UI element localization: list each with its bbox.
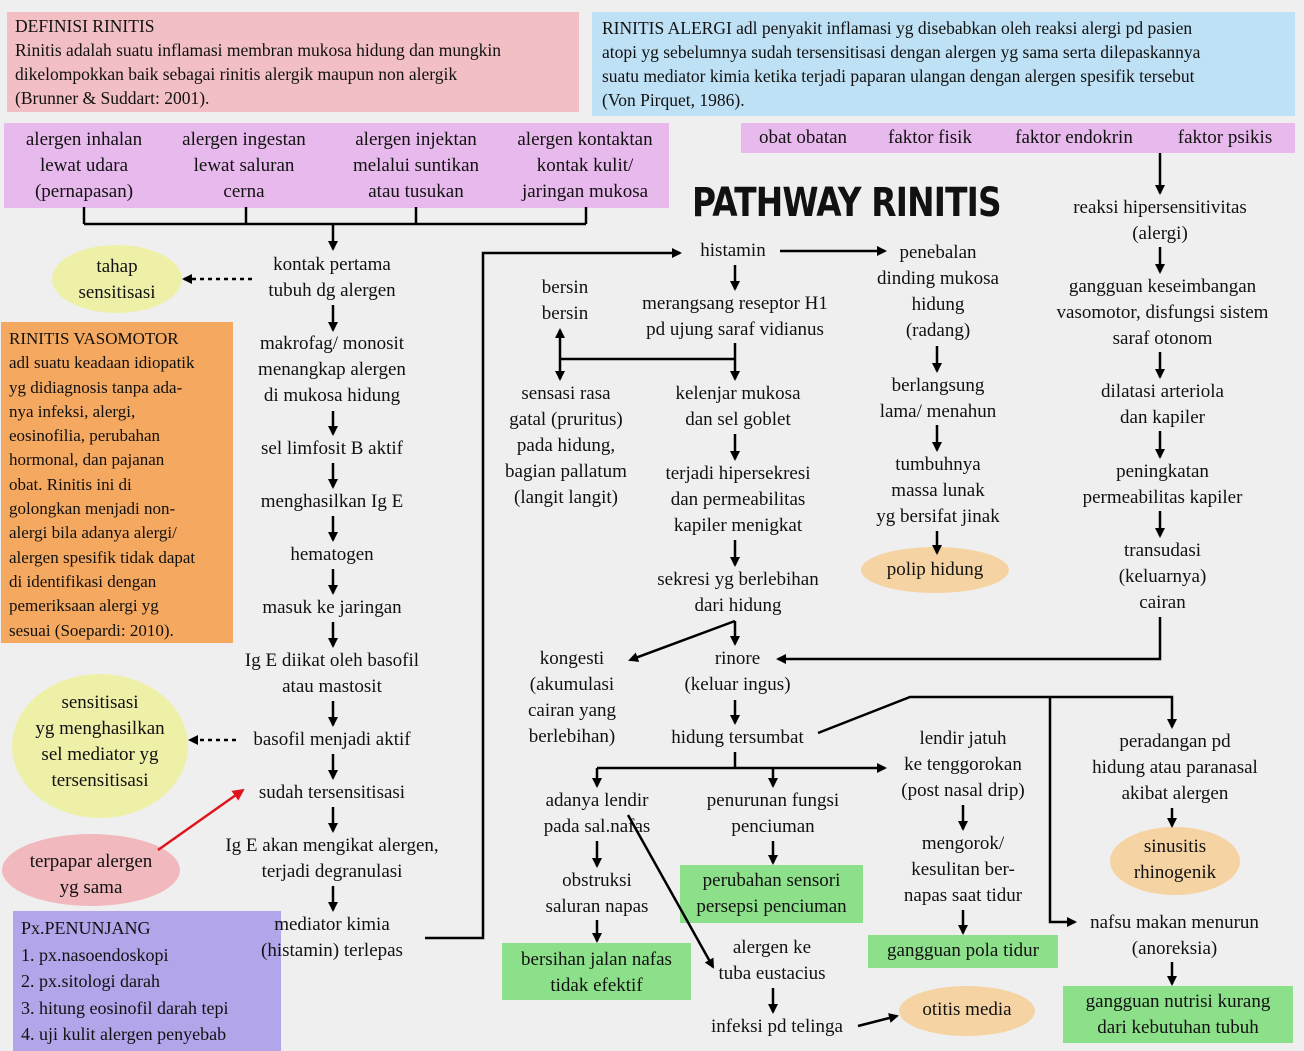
alergi-line: suatu mediator kimia ketika terjadi papa… bbox=[602, 66, 1195, 86]
alergi-line: RINITIS ALERGI adl penyakit inflamasi yg… bbox=[602, 18, 1193, 38]
factor-psikis: faktor psikis bbox=[1177, 127, 1273, 148]
node-masuk-jaringan: masuk ke jaringan bbox=[262, 597, 402, 618]
node-hidung-tersumbat: hidung tersumbat bbox=[671, 727, 804, 748]
factor-fisik: faktor fisik bbox=[888, 127, 972, 148]
node-basofil-aktif: basofil menjadi aktif bbox=[253, 729, 411, 750]
node-ige-mengikat: Ig E akan mengikat alergen,terjadi degra… bbox=[225, 835, 439, 882]
node-limfosit: sel limfosit B aktif bbox=[261, 438, 403, 459]
node-ige: menghasilkan Ig E bbox=[260, 491, 404, 512]
sinusitis-ellipse bbox=[1110, 827, 1240, 895]
penunjang-item: 1. px.nasoendoskopi bbox=[21, 944, 169, 965]
penunjang-item: 4. uji kulit alergen penyebab bbox=[21, 1024, 227, 1044]
alergi-line: atopi yg sebelumnya sudah tersensitisasi… bbox=[602, 42, 1201, 62]
node-mengorok: mengorok/kesulitan ber-napas saat tidur bbox=[903, 833, 1023, 906]
rinitis-alergi-box: RINITIS ALERGI adl penyakit inflamasi yg… bbox=[592, 12, 1295, 116]
node-transudasi: transudasi(keluarnya)cairan bbox=[1118, 540, 1207, 613]
definisi-line: Rinitis adalah suatu inflamasi membran m… bbox=[15, 40, 502, 60]
definisi-line: (Brunner & Suddart: 2001). bbox=[15, 88, 210, 108]
allergen-types-box bbox=[4, 123, 669, 208]
node-infeksi-telinga: infeksi pd telinga bbox=[711, 1016, 843, 1037]
node-sudah-tersensitisasi: sudah tersensitisasi bbox=[258, 782, 406, 803]
definisi-heading: DEFINISI RINITIS bbox=[15, 16, 155, 36]
node-reaksi-hipersensitivitas: reaksi hipersensitivitas(alergi) bbox=[1073, 197, 1247, 244]
terpapar-ellipse bbox=[2, 834, 180, 906]
penunjang-heading: Px.PENUNJANG bbox=[21, 918, 151, 938]
node-mediator-kimia: mediator kimia(histamin) terlepas bbox=[261, 914, 403, 961]
diagnosis-perubahan-sensori bbox=[680, 865, 863, 923]
node-gangguan-pola-tidur: gangguan pola tidur bbox=[887, 940, 1039, 961]
diagnosis-nutrisi bbox=[1063, 986, 1293, 1043]
factor-endokrin: faktor endokrin bbox=[1015, 127, 1133, 148]
px-penunjang-box: Px.PENUNJANG 1. px.nasoendoskopi 2. px.s… bbox=[13, 911, 281, 1051]
page-title: PATHWAY RINITIS bbox=[692, 180, 1002, 226]
node-nafsu-makan: nafsu makan menurun(anoreksia) bbox=[1090, 912, 1259, 959]
rinitis-vasomotor-box: RINITIS VASOMOTOR adl suatu keadaan idio… bbox=[1, 322, 233, 643]
penunjang-item: 2. px.sitologi darah bbox=[21, 971, 160, 991]
factor-obat: obat obatan bbox=[758, 127, 848, 148]
definisi-box: DEFINISI RINITIS Rinitis adalah suatu in… bbox=[7, 12, 579, 112]
definisi-line: dikelompokkan baik sebagai rinitis alerg… bbox=[15, 64, 458, 84]
otitis-ellipse bbox=[899, 986, 1035, 1036]
alergi-line: (Von Pirquet, 1986). bbox=[602, 90, 745, 110]
vasomotor-heading: RINITIS VASOMOTOR bbox=[9, 329, 179, 348]
diagnosis-pola-tidur bbox=[868, 935, 1058, 968]
node-polip-hidung: polip hidung bbox=[886, 559, 984, 580]
node-rinore: rinore(keluar ingus) bbox=[684, 648, 791, 695]
node-otitis-media: otitis media bbox=[922, 999, 1012, 1020]
diagnosis-bersihan bbox=[502, 943, 691, 1000]
node-hematogen: hematogen bbox=[290, 544, 374, 565]
node-histamin: histamin bbox=[700, 240, 766, 261]
penunjang-item: 3. hitung eosinofil darah tepi bbox=[21, 997, 229, 1018]
factors-box bbox=[741, 123, 1295, 153]
tahap-sensitisasi-ellipse bbox=[52, 245, 182, 313]
sensitisasi-ellipse bbox=[12, 674, 188, 818]
